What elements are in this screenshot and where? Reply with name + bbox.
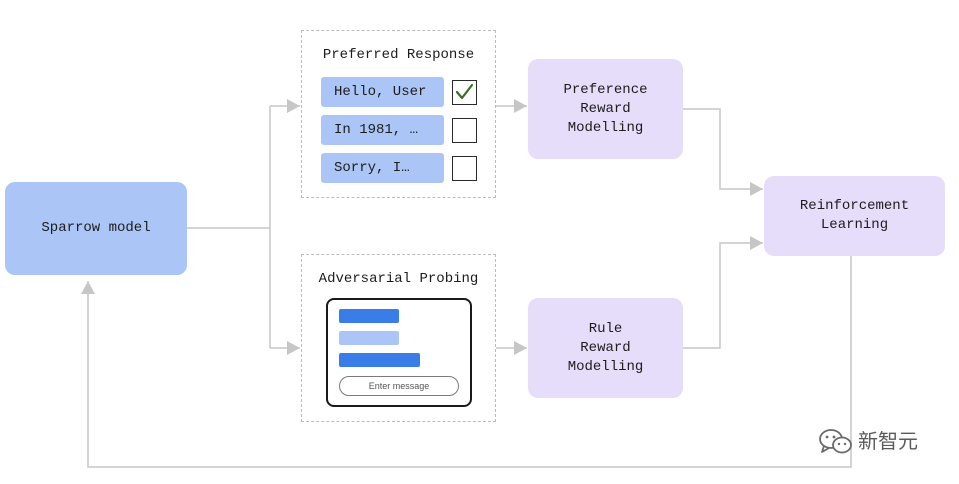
connector-preference-rm-to-rl <box>683 108 763 196</box>
watermark-text: 新智元 <box>858 429 918 453</box>
connector-rl-loop-to-model <box>81 256 852 468</box>
preferred-response-group: Preferred Response Hello, User In 1981, … <box>301 30 496 198</box>
preferred-response-title: Preferred Response <box>322 47 475 63</box>
sparrow-model-label: Sparrow model <box>41 220 151 236</box>
node-label-line: Modelling <box>567 119 644 136</box>
chat-window: Enter message <box>326 298 472 407</box>
node-label-line: Reward <box>580 339 631 356</box>
response-checkbox <box>452 118 477 143</box>
wechat-icon <box>819 429 852 454</box>
adversarial-probing-group: Adversarial Probing Enter message <box>301 254 496 422</box>
node-label-line: Learning <box>820 217 889 233</box>
chat-message-bar <box>339 309 399 323</box>
node-label-line: Modelling <box>567 358 644 375</box>
node-label-line: Rule <box>588 320 623 337</box>
adversarial-probing-title: Adversarial Probing <box>318 271 479 287</box>
node-label-line: Reinforcement <box>799 198 910 214</box>
response-checkbox <box>452 80 477 105</box>
sparrow-model-node: Sparrow model <box>5 182 187 275</box>
node-label-line: Preference <box>563 81 648 98</box>
chat-message-bar <box>339 353 420 367</box>
response-option: In 1981, … <box>321 115 444 145</box>
chat-message-bar <box>339 331 399 345</box>
response-checkbox <box>452 156 477 181</box>
node-label-line: Reward <box>580 100 631 117</box>
rule-reward-modelling-node: Rule Reward Modelling <box>528 298 683 398</box>
reinforcement-learning-node: Reinforcement Learning <box>764 176 945 256</box>
message-input: Enter message <box>339 376 459 396</box>
check-icon <box>455 83 474 100</box>
preference-reward-modelling-node: Preference Reward Modelling <box>528 59 683 159</box>
response-option: Sorry, I… <box>321 153 444 183</box>
connector-rule-rm-to-rl <box>683 236 763 349</box>
response-option: Hello, User <box>321 77 444 107</box>
